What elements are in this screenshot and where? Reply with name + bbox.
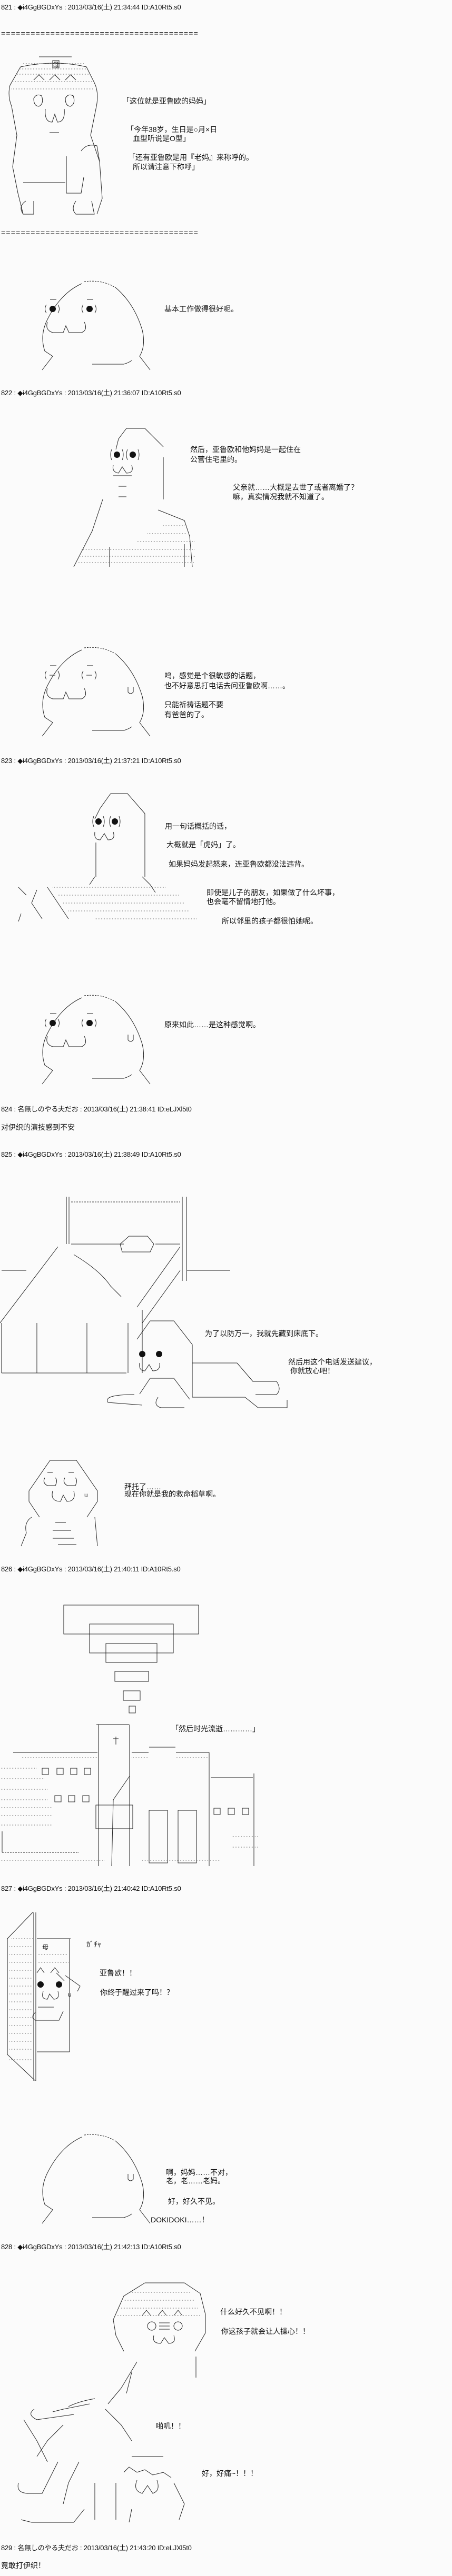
dialogue-line: 如果妈妈发起怒来，连亚鲁欧都没法违背。 (169, 860, 309, 868)
comment-text: 竟敢打伊织！ (1, 2561, 45, 2570)
mother-hat-label: 母 (42, 1943, 48, 1951)
dialogue-line: 大概就是「虎妈」了。 (166, 840, 240, 849)
dialogue-line: 「然后时光流逝…………」 (171, 1725, 260, 1733)
dialogue-line: 「这位就是亚鲁欧的妈妈」 (122, 97, 211, 105)
dialogue-line: 好，好痛~！！！ (202, 2469, 258, 2478)
time-passing-scene-art (1, 1605, 258, 1867)
sound-effect: 啪叽！！ (156, 2422, 185, 2430)
dialogue-line: 父亲就……大概是去世了或者离婚了？ (233, 483, 358, 492)
dialogue-line: 什么好久不见啊！！ (220, 2308, 287, 2316)
dialogue-line: 只能祈祷话题不要 (164, 700, 223, 709)
dialogue-line: 也不好意思打电话去问亚鲁欧啊……。 (164, 681, 290, 690)
dialogue-line: 你终于醒过来了吗！？ (100, 1988, 174, 1997)
bed-scene-art (0, 1197, 230, 1400)
sound-effect: ｶﾞﾁｬ (86, 1940, 101, 1949)
separator: ======================================== (1, 228, 199, 237)
dialogue-line: 公营住宅里的。 (190, 455, 242, 464)
blob-character-art (42, 2134, 151, 2224)
blob-outline-left (42, 997, 82, 1085)
dialogue-line: 你就放心吧！ (290, 1367, 335, 1375)
dialogue-line: 「还有亚鲁欧是用『老妈』来称呼的。 (128, 153, 253, 162)
dialogue-line: 即使是儿子的朋友，如果做了什么坏事， (207, 888, 339, 897)
eye (86, 306, 93, 312)
svg-text:u: u (68, 1991, 72, 1998)
dialogue-line: 拜托了…… (124, 1482, 161, 1491)
svg-text:u: u (84, 1491, 88, 1499)
blob-nose-mouth (46, 1036, 86, 1047)
blob-character-art (42, 995, 151, 1085)
dialogue-line: 为了以防万一，我就先藏到床底下。 (205, 1329, 323, 1338)
post-header: 823 : ◆i4GgBGDxYs : 2013/03/16(土) 21:37:… (1, 757, 181, 765)
dialogue-line: 原来如此……是这种感觉啊。 (164, 1020, 260, 1029)
dialogue-line: 然后，亚鲁欧和他妈妈是一起住在 (190, 445, 301, 454)
dialogue-line: 呜，感觉是个很敏感的话题， (164, 671, 260, 680)
dialogue-line: 嘛，真实情况我就不知道了。 (233, 493, 329, 501)
separator: ======================================== (1, 29, 199, 37)
post-header: 828 : ◆i4GgBGDxYs : 2013/03/16(土) 21:42:… (1, 2243, 181, 2251)
dialogue-line: 啊，妈妈……不对， (166, 2168, 232, 2177)
explaining-character-art (18, 793, 198, 922)
comment-text: 对伊织的演技感到不安 (1, 1123, 75, 1131)
dialogue-line: 老，老……老妈。 (166, 2177, 225, 2185)
eye-parens (45, 304, 96, 314)
sound-effect: DOKIDOKI……！ (151, 2216, 209, 2224)
blob-chin (92, 1074, 132, 1079)
blob-outline-right (115, 2141, 151, 2224)
blob-character-art (42, 280, 151, 370)
blob-chin (92, 2213, 132, 2218)
eye-parens (45, 1018, 96, 1028)
mother-character-art: 母 (8, 56, 103, 215)
blob-outline-left (42, 283, 82, 370)
blob-outline-right (115, 1001, 151, 1085)
blob-outline-left (42, 649, 82, 737)
dialogue-line: 也会毫不留情地打他。 (207, 897, 280, 906)
praying-character-art: u (21, 1460, 98, 1547)
blob-hair (84, 647, 116, 655)
post-header: 822 : ◆i4GgBGDxYs : 2013/03/16(土) 21:36:… (1, 389, 181, 397)
dialogue-line: 用一句话概括的话， (165, 822, 231, 830)
dialogue-line: 现在你就是我的救命稻草啊。 (124, 1490, 220, 1498)
post-header: 825 : ◆i4GgBGDxYs : 2013/03/16(土) 21:38:… (1, 1150, 181, 1158)
post-header: 827 : ◆i4GgBGDxYs : 2013/03/16(土) 21:40:… (1, 1885, 181, 1892)
mother-slapping-art (17, 2282, 206, 2523)
sweat-drop-icon (127, 687, 134, 694)
eye (50, 306, 56, 312)
blob-character-art (42, 647, 151, 737)
blob-outline-left (42, 2137, 82, 2224)
blob-hair (84, 2134, 116, 2142)
dialogue-line: 所以邻里的孩子都很怕她呢。 (222, 917, 318, 925)
blob-chin (92, 726, 132, 731)
blob-hair (84, 995, 116, 1003)
dialogue-line: 亚鲁欧！！ (100, 1969, 136, 1977)
sweat-drop-icon (127, 1035, 134, 1042)
dialogue-line: 基本工作做得很好呢。 (164, 305, 238, 313)
dialogue-line: 所以请注意下称呼」 (133, 163, 199, 171)
dialogue-line: 你这孩子就会让人操心！！ (221, 2327, 310, 2336)
eye (50, 1020, 56, 1026)
blob-outline-right (115, 287, 151, 370)
dialogue-line: 「今年38岁，生日是○月×日 (126, 125, 218, 134)
post-header: 829 : 名無しのやる夫だお : 2013/03/16(土) 21:43:20… (1, 2544, 192, 2552)
sweat-drop-icon (127, 2174, 134, 2181)
blob-hair (84, 280, 116, 288)
dialogue-line: 有爸爸的了。 (164, 710, 209, 719)
post-header: 824 : 名無しのやる夫だお : 2013/03/16(土) 21:38:41… (1, 1105, 192, 1113)
blob-outline-right (115, 654, 151, 737)
thinking-character-art (73, 428, 195, 567)
post-header: 821 : ◆i4GgBGDxYs : 2013/03/16(土) 21:34:… (1, 3, 181, 11)
post-header: 826 : ◆i4GgBGDxYs : 2013/03/16(土) 21:40:… (1, 1565, 181, 1573)
blob-nose-mouth (46, 322, 86, 333)
dialogue-line: 血型听说是O型」 (133, 134, 190, 143)
eye-parens (45, 670, 96, 680)
hiding-character-art (107, 1320, 288, 1408)
dialogue-line: 然后用这个电话发送建议， (288, 1358, 377, 1366)
blob-nose-mouth (46, 688, 86, 699)
blob-chin (92, 360, 132, 365)
dialogue-line: 好，好久不见。 (168, 2197, 220, 2206)
mother-hat-label: 母 (53, 61, 59, 68)
eye (86, 1020, 93, 1026)
mother-at-door-art: u 母 (7, 1912, 81, 2081)
